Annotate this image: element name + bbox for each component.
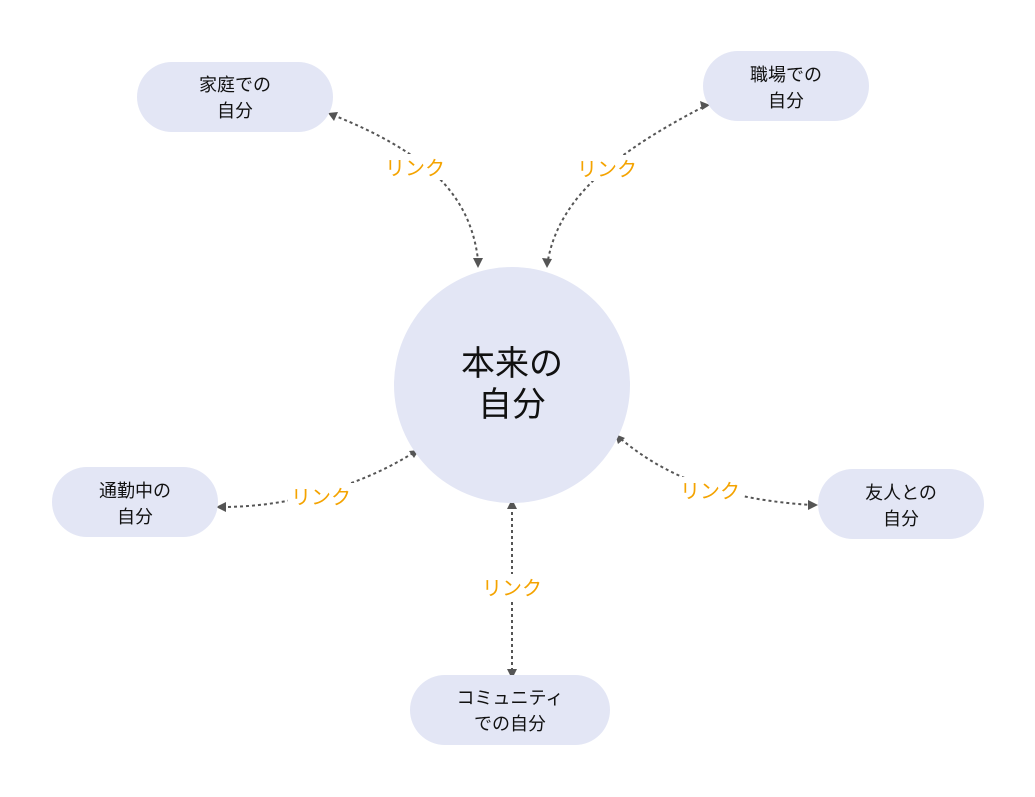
node-commute-line1: 通勤中の (99, 481, 171, 502)
connector-work (547, 106, 704, 261)
node-commute: 通勤中の 自分 (52, 467, 218, 537)
link-label-community: リンク (482, 576, 542, 600)
node-home-line1: 家庭での (199, 75, 271, 96)
arrowhead-home-inner (473, 258, 483, 268)
node-friends: 友人との 自分 (818, 469, 984, 539)
node-commute-shape (52, 467, 218, 537)
arrowhead-home-outer (328, 112, 338, 121)
link-label-community-group: リンク (479, 574, 545, 600)
node-work-line1: 職場での (750, 65, 822, 86)
node-friends-line1: 友人との (865, 483, 937, 504)
node-friends-shape (818, 469, 984, 539)
link-label-friends-group: リンク (677, 477, 743, 503)
arrowhead-work-outer (700, 101, 710, 110)
link-label-home-group: リンク (382, 154, 448, 180)
node-community-shape (410, 675, 610, 745)
connector-home (332, 114, 479, 261)
node-work: 職場での 自分 (703, 51, 869, 121)
link-label-home: リンク (385, 156, 445, 180)
link-label-work: リンク (577, 157, 637, 181)
arrowhead-community-bottom (507, 669, 517, 679)
link-label-commute-group: リンク (288, 483, 354, 509)
center-label-line1: 本来の (461, 344, 563, 384)
connector-friends (620, 438, 813, 506)
node-home-shape (137, 62, 333, 132)
arrowhead-community-top (507, 499, 517, 509)
node-home: 家庭での 自分 (137, 62, 333, 132)
center-label-line2: 自分 (478, 385, 546, 425)
link-label-friends: リンク (680, 479, 740, 503)
node-home-line2: 自分 (217, 101, 253, 122)
center-node: 本来の 自分 (394, 267, 630, 503)
node-friends-line2: 自分 (883, 509, 919, 530)
node-community-line2: での自分 (474, 714, 546, 735)
link-label-commute: リンク (291, 485, 351, 509)
link-label-work-group: リンク (574, 155, 640, 181)
arrowhead-friends-outer (808, 500, 818, 510)
node-community: コミュニティ での自分 (410, 675, 610, 745)
node-community-line1: コミュニティ (457, 688, 564, 709)
node-work-line2: 自分 (768, 91, 804, 112)
node-commute-line2: 自分 (117, 507, 153, 528)
arrowhead-commute-outer (216, 502, 226, 512)
arrowhead-work-inner (542, 258, 552, 268)
node-work-shape (703, 51, 869, 121)
center-circle (394, 267, 630, 503)
